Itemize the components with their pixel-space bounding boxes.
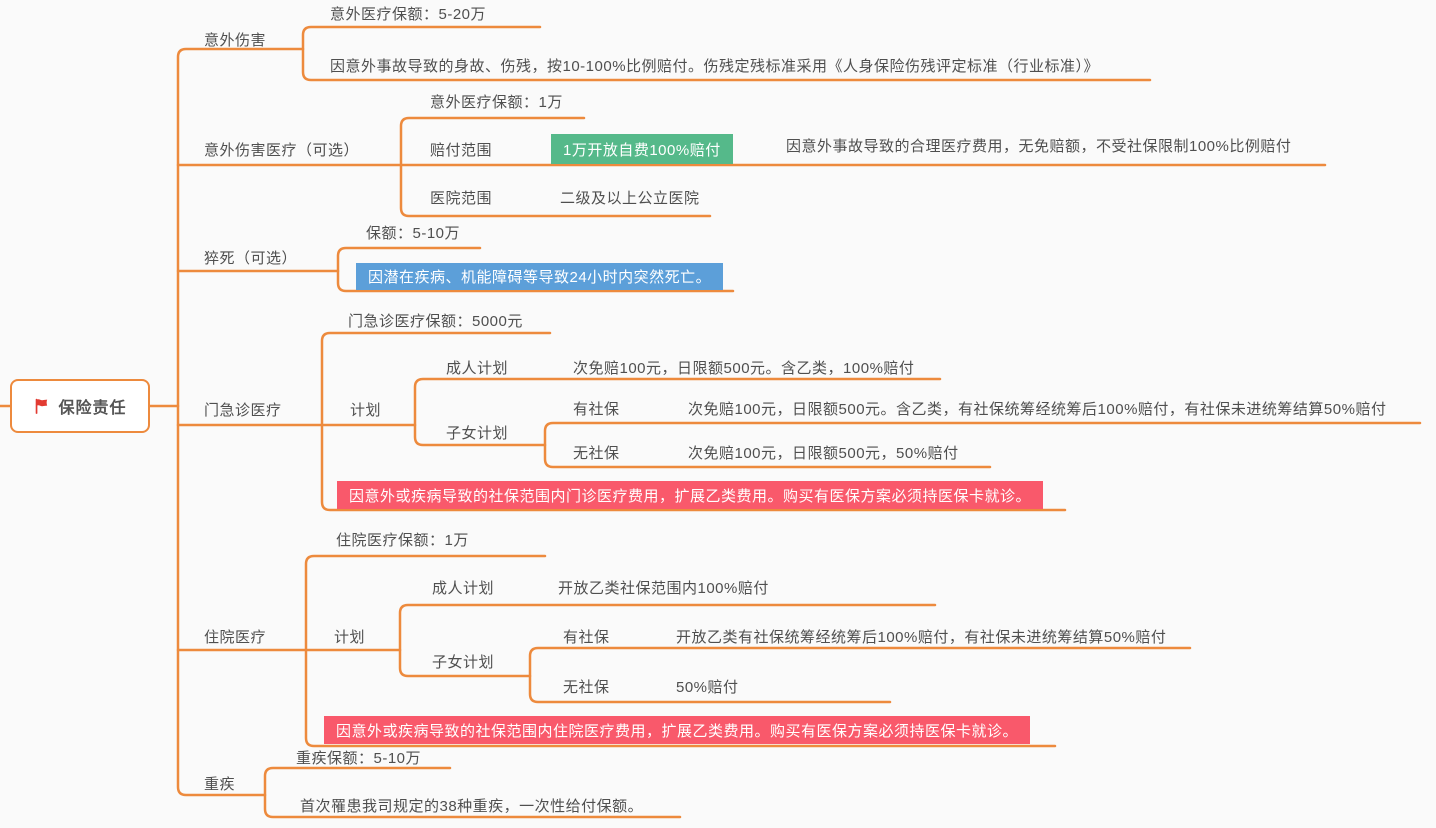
node-outpatient-uninsured-label[interactable]: 无社保 <box>573 445 620 462</box>
node-pay-scope-desc[interactable]: 因意外事故导致的合理医疗费用，无免赔额，不受社保限制100%比例赔付 <box>786 138 1292 155</box>
node-outpatient-uninsured-value[interactable]: 次免赔100元，日限额500元，50%赔付 <box>688 445 959 462</box>
root-label: 保险责任 <box>58 400 127 417</box>
node-sudden-death-amount[interactable]: 保额：5-10万 <box>366 225 461 242</box>
node-hospitalization[interactable]: 住院医疗 <box>204 629 267 646</box>
hospitalization-note-badge[interactable]: 因意外或疾病导致的社保范围内住院医疗费用，扩展乙类费用。购买有医保方案必须持医保… <box>324 716 1031 744</box>
node-accident-amount[interactable]: 意外医疗保额：5-20万 <box>330 6 487 23</box>
flag-icon <box>36 398 48 414</box>
node-critical-illness[interactable]: 重疾 <box>204 776 236 793</box>
node-accident[interactable]: 意外伤害 <box>204 32 267 49</box>
node-critical-illness-amount[interactable]: 重疾保额：5-10万 <box>296 750 422 767</box>
node-hospitalization-uninsured-label[interactable]: 无社保 <box>563 679 610 696</box>
node-outpatient-plan[interactable]: 计划 <box>350 402 382 419</box>
node-sudden-death[interactable]: 猝死（可选） <box>204 250 298 267</box>
node-hospitalization-amount[interactable]: 住院医疗保额：1万 <box>336 532 469 549</box>
node-accident-desc[interactable]: 因意外事故导致的身故、伤残，按10-100%比例赔付。伤残定残标准采用《人身保险… <box>330 58 1100 75</box>
node-critical-illness-desc[interactable]: 首次罹患我司规定的38种重疾，一次性给付保额。 <box>300 798 644 815</box>
sudden-death-note-badge[interactable]: 因潜在疾病、机能障碍等导致24小时内突然死亡。 <box>356 263 724 290</box>
node-outpatient-insured-label[interactable]: 有社保 <box>573 401 620 418</box>
outpatient-note-badge[interactable]: 因意外或疾病导致的社保范围内门诊医疗费用，扩展乙类费用。购买有医保方案必须持医保… <box>337 481 1044 509</box>
node-hospital-scope-value[interactable]: 二级及以上公立医院 <box>560 190 700 207</box>
node-outpatient[interactable]: 门急诊医疗 <box>204 402 282 419</box>
node-pay-scope-label[interactable]: 赔付范围 <box>430 142 493 159</box>
node-outpatient-amount[interactable]: 门急诊医疗保额：5000元 <box>348 313 523 330</box>
node-hospitalization-insured-label[interactable]: 有社保 <box>563 629 610 646</box>
node-hospitalization-uninsured-value[interactable]: 50%赔付 <box>676 679 739 696</box>
node-hospitalization-adult-value[interactable]: 开放乙类社保范围内100%赔付 <box>558 580 769 597</box>
root-node[interactable]: 保险责任 <box>10 379 150 433</box>
pay-scope-highlight-badge[interactable]: 1万开放自费100%赔付 <box>551 134 733 164</box>
node-outpatient-adult-value[interactable]: 次免赔100元，日限额500元。含乙类，100%赔付 <box>573 360 915 377</box>
node-hospital-scope-label[interactable]: 医院范围 <box>430 190 493 207</box>
node-outpatient-insured-value[interactable]: 次免赔100元，日限额500元。含乙类，有社保统筹经统筹后100%赔付，有社保未… <box>688 401 1387 418</box>
node-outpatient-child-plan[interactable]: 子女计划 <box>446 425 509 442</box>
node-outpatient-adult-plan[interactable]: 成人计划 <box>446 360 509 377</box>
node-hospitalization-plan[interactable]: 计划 <box>334 629 366 646</box>
node-accident-medical[interactable]: 意外伤害医疗（可选） <box>204 142 360 159</box>
node-hospitalization-adult-plan[interactable]: 成人计划 <box>432 580 495 597</box>
node-hospitalization-child-plan[interactable]: 子女计划 <box>432 654 495 671</box>
node-accident-medical-amount[interactable]: 意外医疗保额：1万 <box>430 94 563 111</box>
node-hospitalization-insured-value[interactable]: 开放乙类有社保统筹经统筹后100%赔付，有社保未进统筹结算50%赔付 <box>676 629 1167 646</box>
